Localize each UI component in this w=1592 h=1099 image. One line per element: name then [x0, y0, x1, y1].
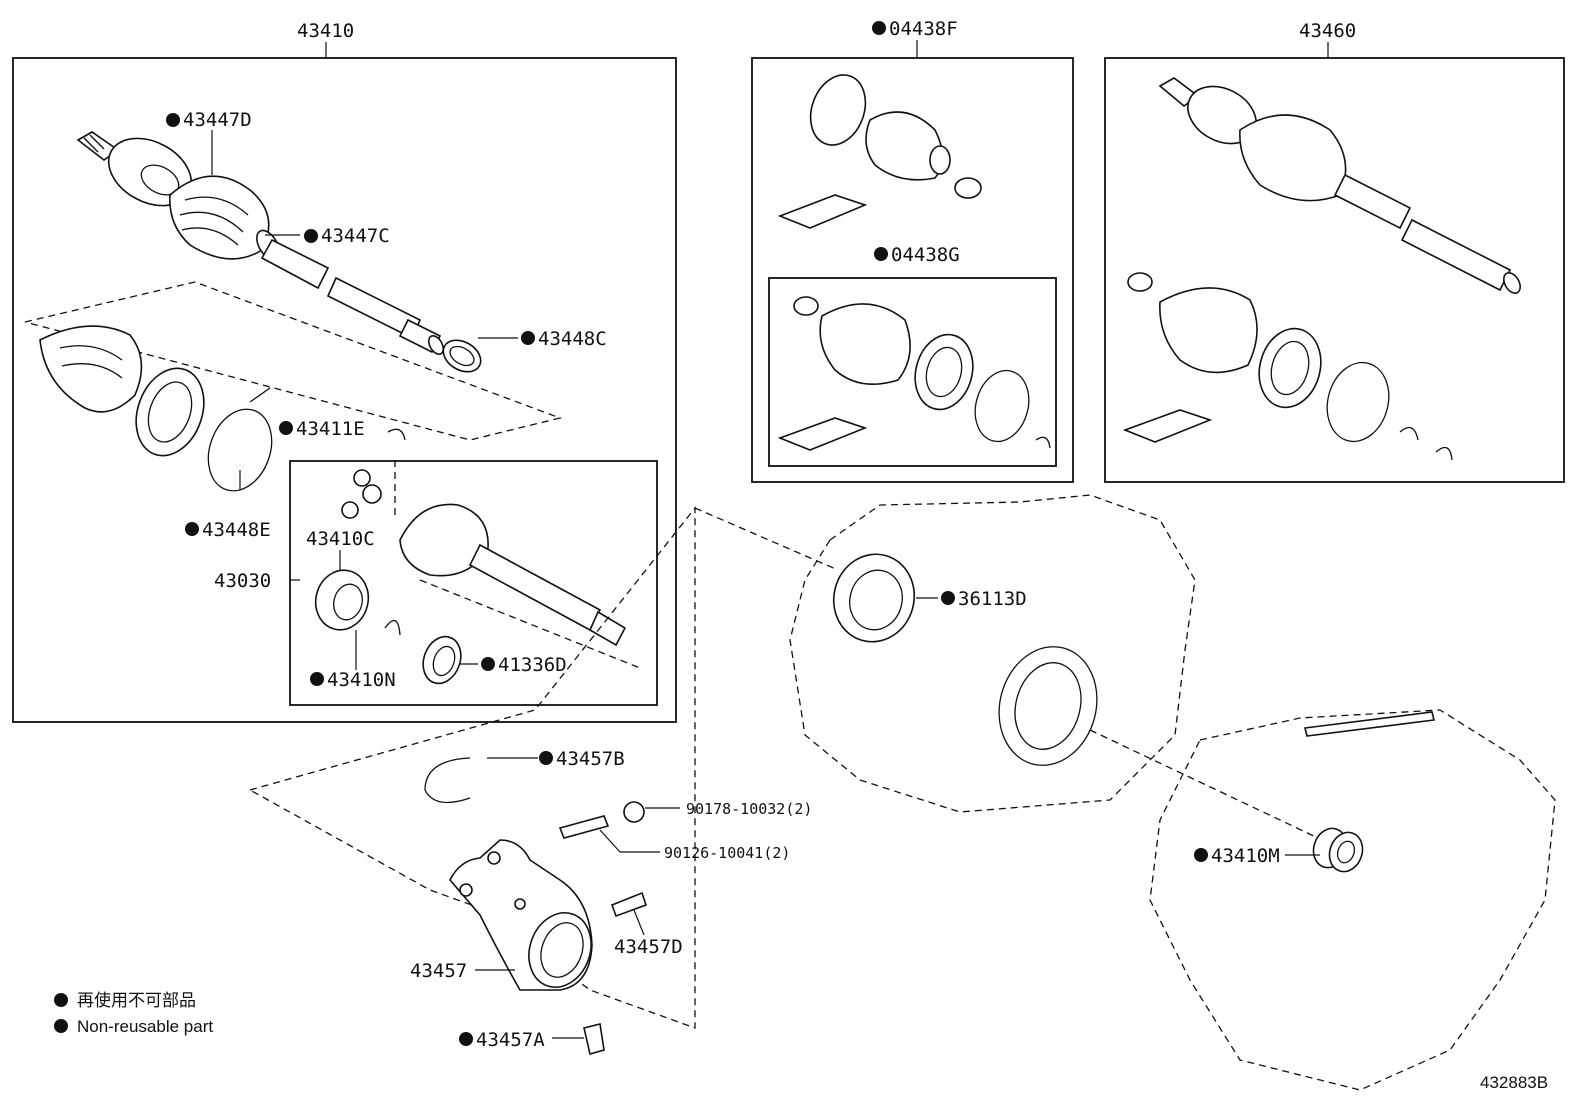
frame-43030 — [289, 460, 658, 706]
bearing-43410M — [1312, 827, 1364, 873]
figure-id: 432883B — [1480, 1073, 1548, 1092]
non-reusable-markers — [166, 21, 1208, 1046]
label-43448E: 43448E — [202, 519, 271, 541]
transaxle-case — [694, 494, 1556, 1091]
seal-41336D — [422, 635, 462, 685]
legend: 再使用不可部品 Non-reusable part — [54, 990, 213, 1036]
frame-04438G — [768, 277, 1057, 467]
bearing-bracket-43457 — [424, 757, 648, 1056]
label-04438F: 04438F — [889, 18, 958, 40]
label-43448C: 43448C — [538, 328, 607, 350]
label-43410C: 43410C — [306, 528, 375, 550]
label-90178-10032: 90178-10032(2) — [686, 800, 812, 818]
label-43410N: 43410N — [327, 669, 396, 691]
clamp-43448C — [442, 339, 482, 373]
label-43447C: 43447C — [321, 225, 390, 247]
drive-shaft-43460 — [1122, 77, 1521, 461]
label-43030: 43030 — [214, 570, 271, 592]
legend-jp: 再使用不可部品 — [77, 990, 196, 1010]
frame-43410 — [12, 57, 677, 723]
label-36113D: 36113D — [958, 588, 1027, 610]
label-43457A: 43457A — [476, 1029, 545, 1051]
label-43457: 43457 — [410, 960, 467, 982]
drive-shaft-assembly — [76, 131, 445, 355]
label-43460: 43460 — [1299, 20, 1356, 42]
frame-43460 — [1104, 57, 1565, 483]
label-43410M: 43410M — [1211, 845, 1280, 867]
frame-04438F — [751, 57, 1074, 483]
inner-boot — [39, 325, 273, 492]
label-90126-10041: 90126-10041(2) — [664, 844, 790, 862]
label-43457D: 43457D — [614, 936, 683, 958]
label-43411E: 43411E — [296, 418, 365, 440]
label-43447D: 43447D — [183, 109, 252, 131]
snap-ring-43411E — [387, 428, 406, 441]
legend-en: Non-reusable part — [77, 1017, 213, 1036]
label-04438G: 04438G — [891, 244, 960, 266]
boot-kit-04438G — [777, 296, 1051, 451]
bearing-43410N — [314, 569, 401, 636]
boot-kit-04438F — [777, 74, 982, 229]
inner-joint-43030 — [341, 460, 641, 669]
label-43410: 43410 — [297, 20, 354, 42]
label-41336D: 41336D — [498, 654, 567, 676]
label-43457B: 43457B — [556, 748, 625, 770]
